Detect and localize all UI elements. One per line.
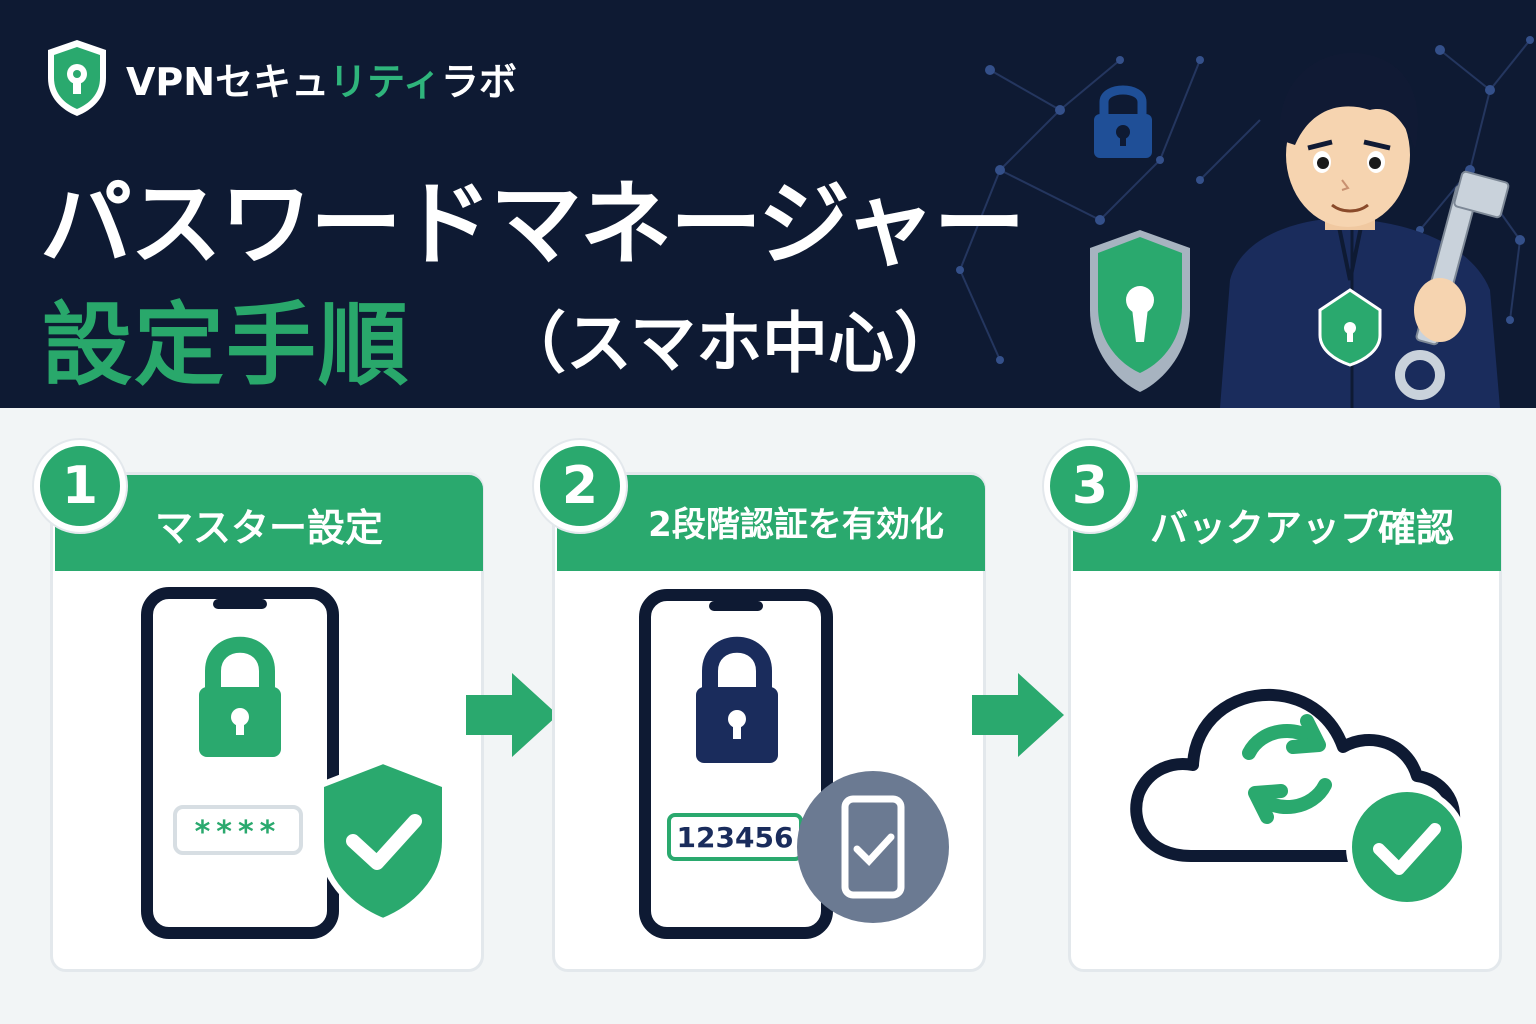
step-label: バックアップ確認 bbox=[1149, 506, 1454, 550]
step-number-2: 2 bbox=[534, 440, 626, 532]
step-number-1: 1 bbox=[34, 440, 126, 532]
step-header: マスター設定 bbox=[55, 475, 483, 571]
shield-check-icon bbox=[318, 757, 448, 925]
brand-logo[interactable]: VPNセキュリティラボ bbox=[44, 38, 517, 118]
brand-name-part2: リティ bbox=[329, 59, 441, 104]
lock-icon bbox=[696, 636, 778, 763]
mascot-character bbox=[1090, 52, 1510, 408]
check-circle-icon bbox=[1346, 786, 1468, 908]
step-label: マスター設定 bbox=[154, 506, 383, 550]
step-card-3[interactable]: バックアップ確認 bbox=[1068, 472, 1502, 972]
step-card-1[interactable]: マスター設定 **** bbox=[50, 472, 484, 972]
brand-name-part1: VPNセキュ bbox=[126, 59, 330, 104]
step-header: バックアップ確認 bbox=[1073, 475, 1501, 571]
step-illustration bbox=[1130, 688, 1468, 908]
step-number-3: 3 bbox=[1044, 440, 1136, 532]
smartphone-icon bbox=[141, 587, 339, 939]
step-header: 2段階認証を有効化 bbox=[557, 475, 985, 571]
sync-icon bbox=[1242, 714, 1332, 824]
lock-icon bbox=[199, 636, 281, 757]
verification-code-field[interactable]: 123456 bbox=[676, 821, 794, 854]
hero-banner: VPNセキュリティラボ パスワードマネージャー 設定手順 （スマホ中心） bbox=[0, 0, 1536, 408]
step-illustration bbox=[639, 589, 949, 939]
step-card-2[interactable]: 2段階認証を有効化 123456 bbox=[552, 472, 986, 972]
arrow-right-icon bbox=[972, 673, 1064, 757]
shield-lock-icon bbox=[48, 40, 106, 116]
page-title: パスワードマネージャー bbox=[40, 171, 1026, 278]
smartphone-icon bbox=[639, 589, 833, 939]
brand-name: VPNセキュリティラボ bbox=[126, 51, 517, 106]
padlock-icon bbox=[1094, 85, 1152, 158]
brand-name-part3: ラボ bbox=[440, 59, 517, 104]
step-illustration bbox=[141, 587, 448, 939]
page-subtitle: 設定手順 bbox=[42, 293, 410, 398]
password-field[interactable]: **** bbox=[194, 815, 282, 850]
page-subtitle-note: （スマホ中心） bbox=[500, 305, 961, 382]
phone-check-icon bbox=[797, 771, 949, 923]
arrow-right-icon bbox=[466, 673, 558, 757]
step-label: 2段階認証を有効化 bbox=[648, 505, 944, 545]
